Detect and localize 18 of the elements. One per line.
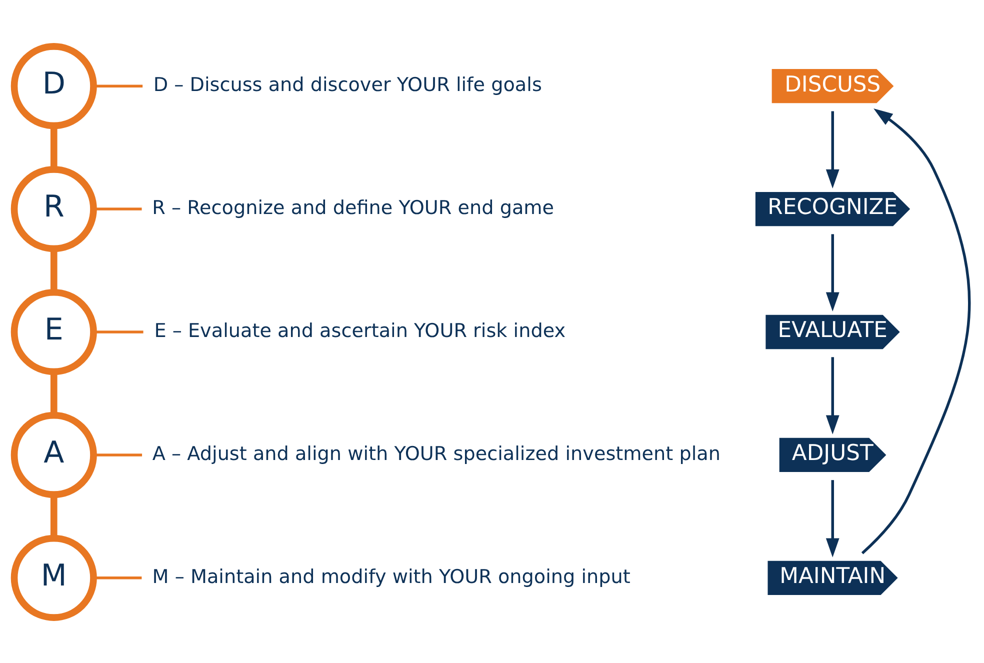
node-circle: D (10, 42, 97, 129)
arrow (826, 110, 840, 188)
arrow (826, 234, 840, 311)
node-circle: M (10, 534, 97, 620)
arrow (826, 480, 840, 557)
node-circle: R (10, 166, 97, 252)
connector (50, 372, 58, 414)
connector (50, 248, 58, 292)
arrow (826, 356, 840, 434)
node-label: D – Discuss and discover YOUR life goals (153, 72, 542, 96)
node-label: R – Recognize and define YOUR end game (152, 196, 554, 219)
node-label: M – Maintain and modify with YOUR ongoing input (152, 564, 630, 588)
node-circle: E (10, 288, 97, 375)
node-label: A – Adjust and align with YOUR specialized investment plan (152, 442, 720, 465)
connector (50, 494, 58, 538)
node-label: E – Evaluate and ascertain YOUR risk index (154, 318, 566, 342)
arrow (861, 108, 971, 554)
node-circle: A (10, 411, 97, 498)
